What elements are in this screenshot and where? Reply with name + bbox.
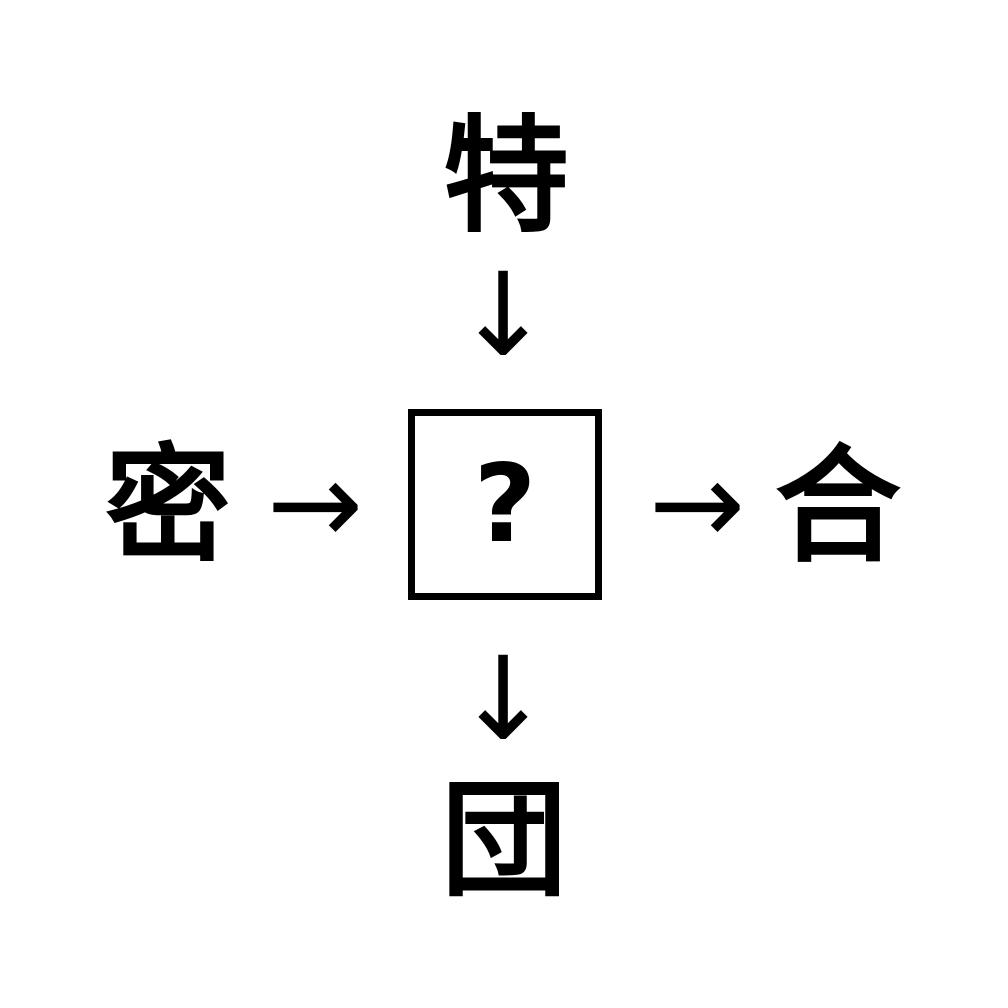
kanji-right: 合: [775, 433, 901, 580]
kanji-bottom: 団: [441, 767, 567, 914]
kanji-top: 特: [443, 103, 569, 250]
arrow-down-top-icon: ↓: [454, 248, 552, 383]
arrow-right-left-icon: →: [266, 437, 364, 572]
question-mark-placeholder: ?: [473, 441, 537, 567]
arrow-down-bottom-icon: ↓: [454, 632, 552, 767]
answer-box: ?: [408, 409, 602, 600]
kanji-left: 密: [105, 432, 231, 579]
arrow-right-right-icon: →: [648, 437, 746, 572]
